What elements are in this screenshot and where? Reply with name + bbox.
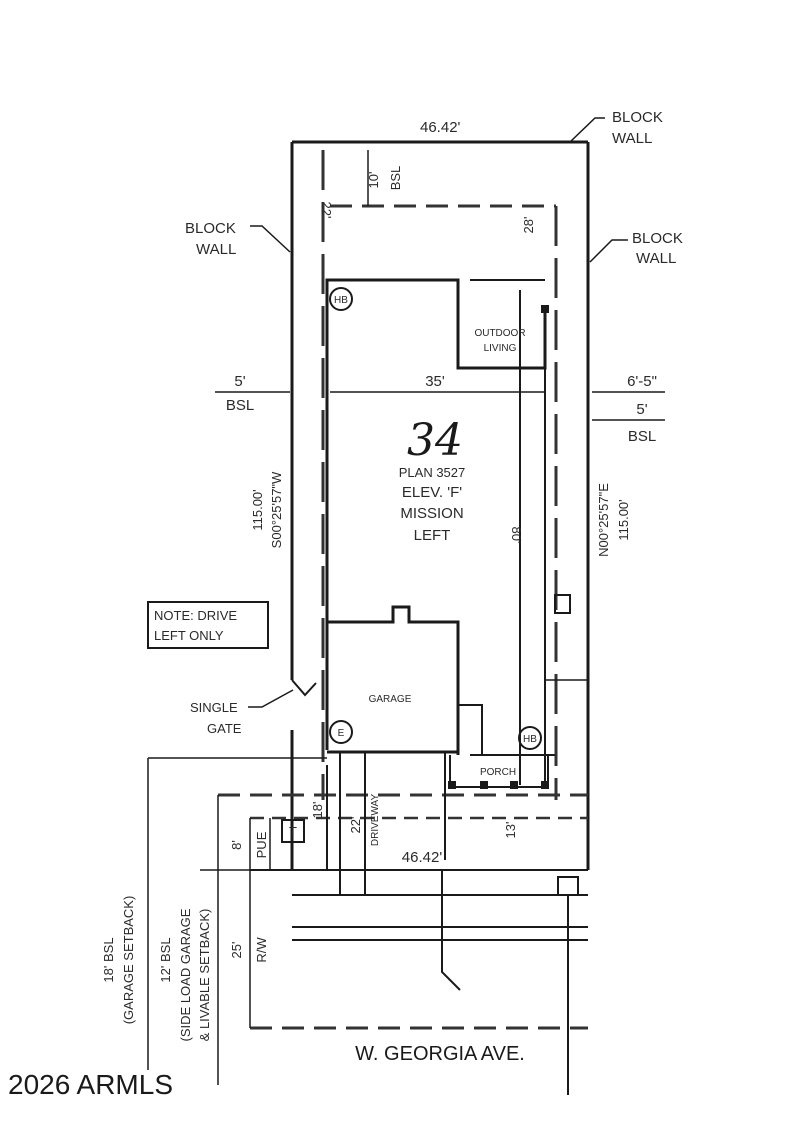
block-wall-right-2: WALL	[636, 250, 676, 267]
left-side-setback: 5'	[234, 373, 245, 390]
front-22: 22'	[348, 817, 363, 834]
porch-post	[480, 781, 488, 789]
rw-label: R/W	[254, 937, 269, 963]
left-side-label: BSL	[226, 397, 254, 414]
left-length: 115.00'	[250, 489, 265, 530]
orientation: LEFT	[414, 527, 451, 544]
rear-setback-label: BSL	[388, 166, 403, 191]
pue-label: PUE	[254, 831, 269, 858]
setback-18-line1: 18' BSL	[101, 937, 116, 982]
top-width: 46.42'	[420, 119, 461, 136]
pue-dim: 8'	[229, 840, 244, 850]
porch-post	[541, 781, 549, 789]
svg-text:T: T	[289, 824, 297, 839]
hb-symbol-rear: HB	[329, 287, 353, 311]
rear-right-dim: 28'	[521, 217, 536, 234]
svg-text:HB: HB	[334, 295, 348, 306]
lot-number: 34	[407, 415, 463, 466]
watermark: 2026 ARMLS	[8, 1069, 173, 1100]
block-wall-left-1: BLOCK	[185, 220, 236, 237]
front-18: 18'	[310, 802, 325, 819]
block-wall-rear-1: BLOCK	[612, 109, 663, 126]
leaders	[248, 117, 628, 708]
right-bearing: N00°25'57"E	[596, 483, 611, 557]
dimension-lines	[147, 150, 665, 1085]
block-wall-right-1: BLOCK	[632, 230, 683, 247]
svg-text:E: E	[338, 728, 345, 739]
transformer-symbol: T	[281, 819, 305, 843]
ac-unit	[554, 594, 571, 614]
lot-boundary	[250, 140, 590, 871]
outdoor-living-2: LIVING	[484, 343, 517, 354]
porch-post	[510, 781, 518, 789]
plan-number: PLAN 3527	[399, 465, 466, 480]
driveway	[326, 752, 446, 895]
driveway-label: DRIVEWAY	[370, 794, 381, 847]
block-wall-left-2: WALL	[196, 241, 236, 258]
right-side-dim: 6'-5"	[627, 373, 657, 390]
setback-lines	[218, 150, 588, 1030]
svg-text:HB: HB	[523, 734, 537, 745]
bottom-width: 46.42'	[402, 849, 443, 866]
hb-symbol-front: HB	[518, 726, 542, 750]
utility-box	[557, 876, 579, 896]
single-gate-1: SINGLE	[190, 700, 238, 715]
outdoor-living-1: OUTDOOR	[474, 328, 525, 339]
single-gate-2: GATE	[207, 721, 242, 736]
porch-post	[448, 781, 456, 789]
house-footprint	[325, 278, 555, 789]
setback-12-line1: 12' BSL	[158, 937, 173, 982]
svg-text:NOTE: DRIVE: NOTE: DRIVE	[154, 608, 237, 623]
rear-setback: 10'	[366, 172, 381, 189]
electric-symbol: E	[329, 720, 353, 744]
style: MISSION	[400, 505, 463, 522]
right-length: 115.00'	[616, 499, 631, 540]
porch-label: PORCH	[480, 767, 516, 778]
setback-18-line2: (GARAGE SETBACK)	[121, 896, 136, 1025]
street-lines	[292, 870, 588, 1095]
left-bearing: S00°25'57"W	[269, 471, 284, 548]
rw-dim: 25'	[229, 942, 244, 959]
rear-left-dim: 22'	[319, 202, 334, 219]
setback-12-line2: (SIDE LOAD GARAGE	[178, 908, 193, 1041]
garage-label: GARAGE	[369, 694, 412, 705]
elevation: ELEV. 'F'	[402, 484, 462, 501]
right-side-setback: 5'	[636, 401, 647, 418]
svg-text:LEFT ONLY: LEFT ONLY	[154, 628, 224, 643]
house-depth: 80'	[509, 527, 524, 544]
front-13: 13'	[503, 822, 518, 839]
setback-12-line3: & LIVABLE SETBACK)	[197, 909, 212, 1042]
note-box: NOTE: DRIVE LEFT ONLY	[147, 601, 269, 649]
street-name: W. GEORGIA AVE.	[355, 1043, 525, 1065]
house-width: 35'	[425, 373, 445, 390]
block-wall-rear-2: WALL	[612, 130, 652, 147]
right-side-label: BSL	[628, 428, 656, 445]
